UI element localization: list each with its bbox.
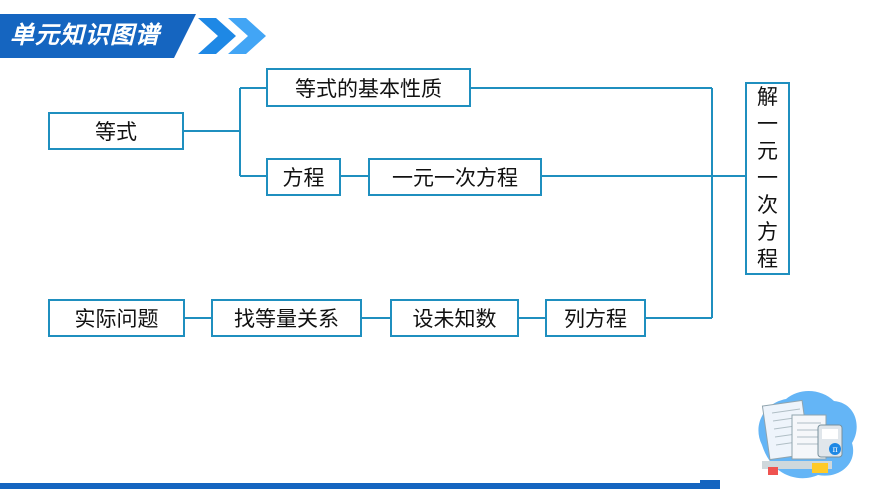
- solve-char-3: 元: [757, 139, 778, 163]
- svg-text:π: π: [833, 445, 838, 454]
- node-set-unknown: 设未知数: [390, 299, 519, 337]
- node-equality-properties: 等式的基本性质: [266, 68, 471, 107]
- node-write-equation: 列方程: [545, 299, 646, 337]
- solve-char-4: 一: [757, 166, 778, 190]
- bottom-bar-accent: [700, 480, 720, 489]
- solve-char-7: 程: [757, 247, 778, 271]
- node-practical-problem: 实际问题: [48, 299, 185, 337]
- node-solve-linear-equation: 解 一 元 一 次 方 程: [745, 82, 790, 275]
- math-notebook-illustration-icon: π: [758, 390, 857, 479]
- header-banner-shape: [0, 14, 266, 58]
- node-linear-equation: 一元一次方程: [368, 158, 542, 196]
- node-equation: 方程: [266, 158, 341, 196]
- solve-char-2: 一: [757, 112, 778, 136]
- solve-char-6: 方: [757, 220, 778, 244]
- node-equality: 等式: [48, 112, 184, 150]
- node-find-relation: 找等量关系: [211, 299, 362, 337]
- header-title: 单元知识图谱: [10, 21, 160, 49]
- bottom-bar: [0, 483, 720, 489]
- solve-char-5: 次: [757, 193, 778, 217]
- solve-char-1: 解: [757, 85, 778, 109]
- section-header: 单元知识图谱: [0, 14, 270, 58]
